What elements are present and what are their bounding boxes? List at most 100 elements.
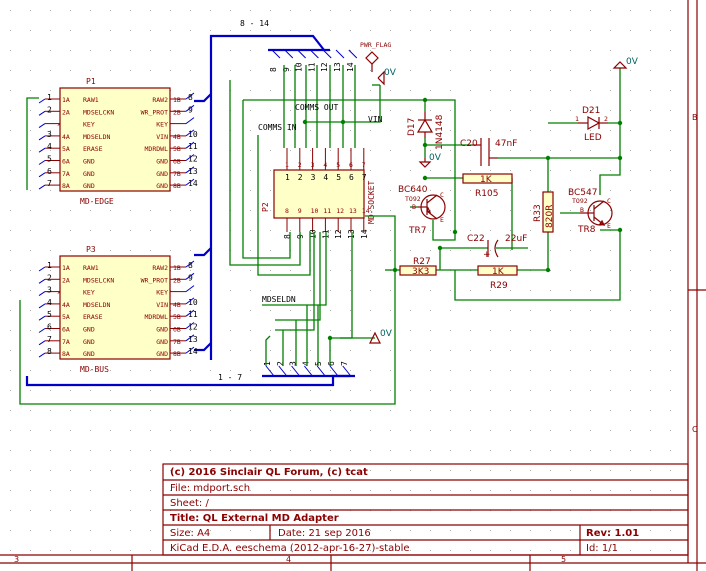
- p1-right-1-bus-stub: [185, 104, 195, 112]
- bus-lower-entry-label-6: 6: [327, 361, 336, 366]
- p3-right-2-bus-stub: [185, 285, 195, 293]
- p3-left-5-bus-stub: [38, 328, 46, 333]
- led-d21: D21 LED 1 2: [575, 106, 608, 143]
- p1-left-0-name: RAW1: [83, 96, 99, 104]
- transistor-tr7: BC640 TO92 B C E TR7: [398, 185, 446, 236]
- p1-left-7-name: GND: [83, 182, 95, 190]
- connector-p3: P3 MD-BUS RAW11A1MDSELCKN2A2KEY3×MDSELDN…: [38, 245, 198, 374]
- p1-right-6-ext: 13: [188, 167, 198, 176]
- p1-right-4-name: MDRDWL: [145, 145, 169, 153]
- p2-top-num-5: 5: [336, 161, 340, 169]
- p3-left-2-nc-mark: ×: [57, 289, 61, 297]
- r29-value: 1K: [492, 267, 505, 277]
- power-0v-d17-label: 0V: [429, 153, 442, 163]
- p3-right-5-name: GND: [156, 326, 168, 334]
- p1-right-3-ext: 10: [188, 130, 198, 139]
- p3-right-5-num: 6B: [173, 326, 181, 334]
- d17-value: 1N4148: [435, 114, 445, 150]
- p3-right-0-ext: 8: [188, 261, 193, 270]
- tr8-pkg: TO92: [572, 197, 588, 205]
- c20-ref: C20: [460, 139, 478, 149]
- tr8-c: C: [607, 197, 611, 205]
- bus-upper-entry-9: [284, 49, 294, 59]
- p2-bot-ext-12: 12: [334, 229, 343, 239]
- bus-upper-entry-10: [297, 49, 306, 59]
- p3-left-5-num: 6A: [62, 326, 70, 334]
- p1-left-3-num: 4A: [62, 133, 70, 141]
- p1-right-4-bus-stub: [185, 141, 195, 149]
- title-rev: Rev: 1.01: [586, 528, 639, 539]
- p3-left-4-ext: 5: [47, 310, 52, 319]
- tr8-b: B: [580, 206, 584, 214]
- tr7-c: C: [440, 191, 444, 199]
- r33-ref: R33: [533, 204, 543, 222]
- bus-upper-entry-11: [310, 49, 319, 59]
- p1-left-1-ext: 2: [47, 105, 52, 114]
- pwr-flag-label: PWR_FLAG: [360, 41, 391, 49]
- p2-bot-num-8: 8: [285, 207, 289, 215]
- p1-right-3-num: 4B: [173, 133, 181, 141]
- tr7-e: E: [440, 216, 444, 224]
- p3-left-6-name: GND: [83, 338, 95, 346]
- p1-right-0-ext: 8: [188, 93, 193, 102]
- p1-left-4-bus-stub: [38, 147, 46, 153]
- p1-left-3-name: MDSELDN: [83, 133, 110, 141]
- p3-right-6-name: GND: [156, 338, 168, 346]
- p2-top-num-4: 4: [323, 161, 327, 169]
- junctions: [302, 97, 623, 341]
- bus-lower-entry-label-7: 7: [340, 361, 349, 366]
- p1-right-5-bus-stub: [185, 154, 195, 161]
- bus-lower-entry-1: [265, 365, 275, 377]
- p3-left-6-num: 7A: [62, 338, 70, 346]
- p2-top-num-2: 2: [298, 161, 302, 169]
- p3-ref: P3: [86, 245, 96, 254]
- p2-top-num-1: 1: [285, 161, 289, 169]
- p2-bot-ext-8: 8: [283, 234, 292, 239]
- p3-right-3-num: 4B: [173, 301, 181, 309]
- p2-bot-ext-14: 14: [360, 229, 369, 239]
- tr8-ref: TR8: [577, 225, 596, 235]
- bus-upper-entry-label-13: 13: [333, 62, 342, 72]
- p3-right-0-name: RAW2: [152, 264, 168, 272]
- p1-right-5-num: 6B: [173, 158, 181, 166]
- net-label-comms-out: COMMS OUT: [295, 103, 339, 112]
- bus-upper-entry-label-10: 10: [295, 62, 304, 72]
- c22-value: 22uF: [505, 234, 527, 244]
- p3-left-0-ext: 1: [47, 261, 52, 270]
- p2-top-num-3: 3: [311, 161, 315, 169]
- resistor-r27: 3K3 R27: [399, 257, 437, 277]
- p1-right-6-name: GND: [156, 170, 168, 178]
- p1-left-4-name: ERASE: [83, 145, 103, 153]
- bus-lines: [25, 34, 355, 387]
- p1-left-2-nc-mark: ×: [57, 121, 61, 129]
- p3-right-0-num: 1B: [173, 264, 181, 272]
- p3-left-0-num: 1A: [62, 264, 70, 272]
- p2-bot-num-13: 13: [349, 207, 357, 215]
- bus-lower-entry-label-3: 3: [289, 361, 298, 366]
- p1-right-1-num: 2B: [173, 108, 181, 116]
- p1-right-4-ext: 11: [188, 142, 198, 151]
- border-col-5: 5: [561, 555, 566, 564]
- p1-left-3-ext: 3: [47, 130, 52, 139]
- bus-upper-entry-8: [271, 49, 281, 59]
- p3-left-5-ext: 6: [47, 323, 52, 332]
- d21-ref: D21: [582, 106, 600, 116]
- bus-upper-entry-14: [348, 49, 358, 59]
- p2-top-num-7: 7: [362, 161, 366, 169]
- p1-left-2-name: KEY: [83, 121, 95, 129]
- p2-bot-ext-10: 10: [309, 229, 318, 239]
- p3-right-3-ext: 10: [188, 298, 198, 307]
- p3-left-0-name: RAW1: [83, 264, 99, 272]
- p3-right-5-ext: 12: [188, 323, 198, 332]
- bus-lower-entry-label-2: 2: [276, 361, 285, 366]
- power-0v-d17: 0V: [418, 153, 442, 168]
- d21-pin1: 1: [575, 115, 579, 123]
- p3-right-3-bus-stub: [185, 297, 195, 305]
- p3-right-7-name: GND: [156, 350, 168, 358]
- p1-left-1-name: MDSELCKN: [83, 108, 114, 116]
- p1-value: MD-EDGE: [80, 197, 114, 206]
- capacitor-c20: C20 47nF: [460, 138, 517, 166]
